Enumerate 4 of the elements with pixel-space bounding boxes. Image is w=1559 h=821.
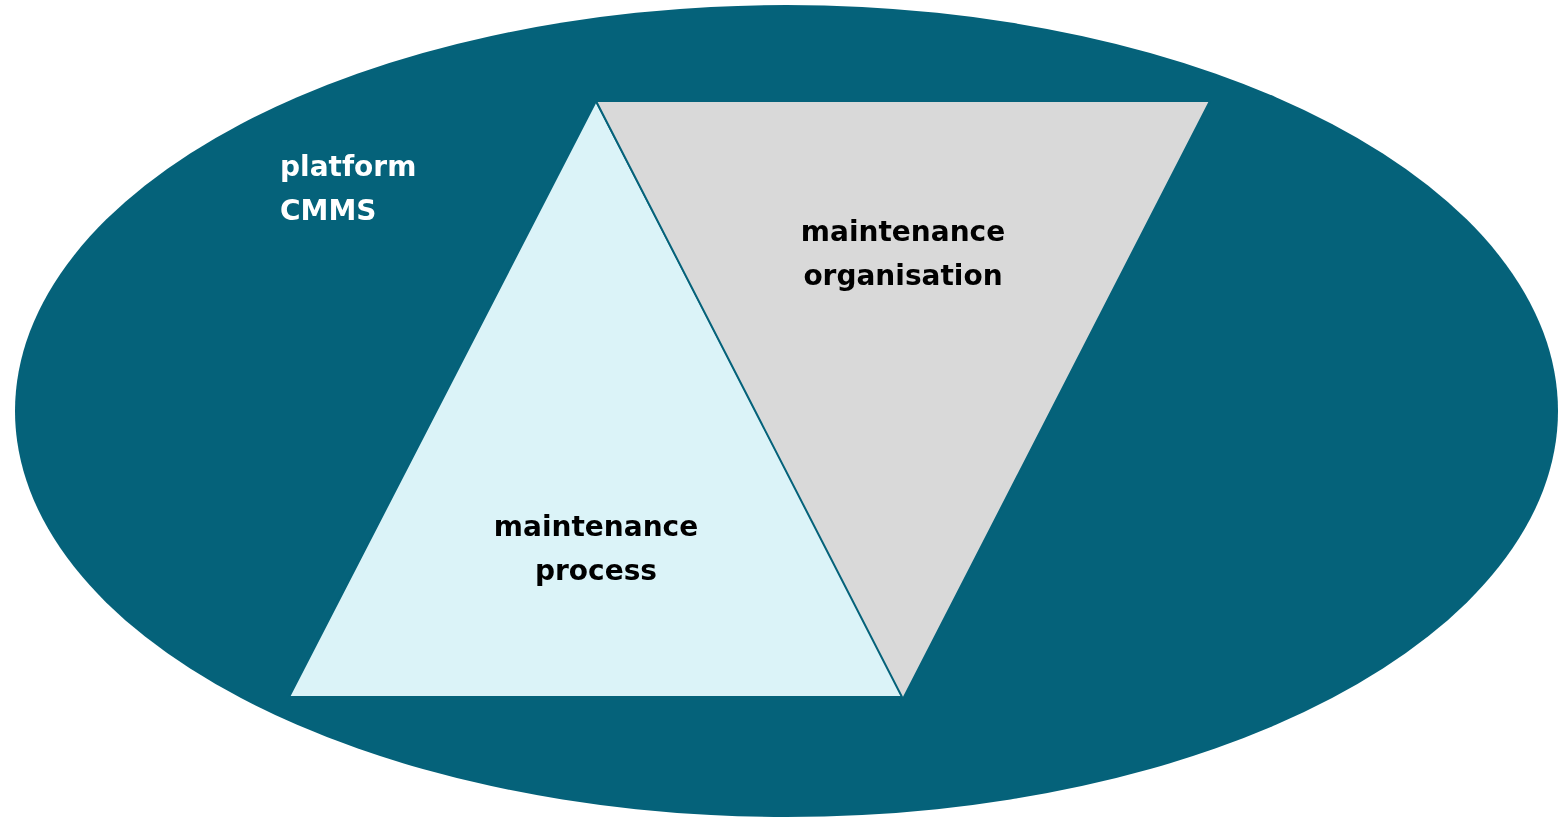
node-label: platform CMMS	[280, 149, 418, 229]
node-label: maintenance organisation	[799, 214, 1007, 294]
node-label: maintenance process	[492, 509, 700, 589]
ellipse	[15, 5, 1558, 817]
